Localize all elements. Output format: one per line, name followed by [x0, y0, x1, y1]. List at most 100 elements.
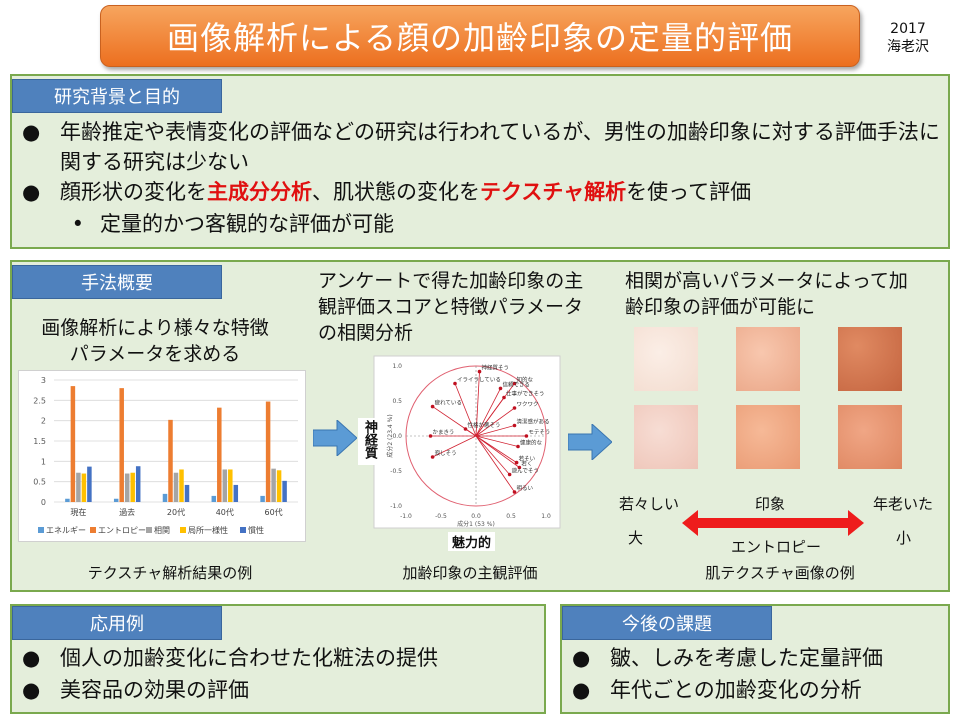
loading-label: 遊んでそう [512, 467, 539, 475]
loading-vector [475, 397, 505, 437]
bar [124, 473, 130, 502]
loading-point [430, 455, 435, 459]
legend-label: 相関 [154, 525, 170, 535]
applications-tab-label: 応用例 [90, 614, 144, 635]
loading-label: 清潔感がある [517, 418, 550, 426]
circle-xtick-label: 1.0 [541, 513, 551, 520]
flow-arrow-1 [313, 420, 357, 456]
sub-bullet-dot: • [71, 212, 84, 236]
bar [233, 484, 239, 502]
bar [65, 498, 70, 502]
loading-label: 知的な [517, 376, 534, 384]
loading-label: イライラしている [457, 377, 501, 384]
highlight-texture: テクスチャ解析 [480, 180, 627, 204]
loading-point [514, 460, 519, 465]
scale-old: 年老いた [872, 495, 933, 513]
bullet-1: ● 年齢推定や表情変化の評価などの研究は行われているが、男性の加齢印象に対する評… [22, 117, 942, 177]
background-bullets: ● 年齢推定や表情変化の評価などの研究は行われているが、男性の加齢印象に対する評… [22, 117, 942, 239]
bar [87, 466, 92, 502]
scale-small: 小 [896, 529, 912, 547]
bar [282, 480, 287, 502]
loading-point [453, 381, 457, 386]
loading-point [507, 472, 512, 477]
double-arrow-entropy [682, 510, 864, 536]
bar [265, 401, 271, 502]
loading-vector [465, 428, 477, 437]
bar [222, 469, 228, 502]
bar-xtick-label: 20代 [167, 507, 185, 517]
loading-point [512, 490, 517, 494]
circle-ylabel: 神経質 [362, 420, 377, 459]
loading-point [502, 395, 506, 400]
circle-xtick-label: 0.5 [506, 513, 516, 520]
circle-ytick-label: 0.0 [392, 433, 402, 440]
future-item-1: ●皺、しみを考慮した定量評価 [572, 643, 883, 673]
loading-label: 性格が悪そう [468, 421, 501, 429]
scale-young: 若々しい [618, 495, 679, 513]
bullet-dot: ● [22, 120, 41, 144]
loading-point [524, 434, 529, 438]
caption-subjective: 加齢印象の主観評価 [402, 564, 538, 582]
skin-swatch-2 [736, 327, 800, 391]
loading-label: 若そい [519, 455, 536, 463]
circle-ytick-label: 0.5 [392, 398, 402, 405]
loading-label: 神経質そう [482, 364, 510, 372]
bar [260, 495, 265, 502]
sub-bullet: • 定量的かつ客観的な評価が可能 [22, 209, 942, 239]
ylabel-box: 神経質 [358, 418, 380, 465]
bar-ytick-label: 2.5 [33, 396, 46, 405]
year-author: 2017 海老沢 [878, 20, 938, 56]
application-item-1: ● 個人の加齢変化に合わせた化粧法の提供 [22, 643, 438, 673]
loading-label: 寂しそう [435, 449, 457, 457]
application-item-1-text: 個人の加齢変化に合わせた化粧法の提供 [60, 646, 438, 670]
loading-vector [475, 435, 515, 493]
loading-label: 信頼できる [503, 380, 530, 388]
applications-list: ●個人の加齢変化に合わせた化粧法の提供 ●美容品の効果の評価 [22, 643, 438, 705]
bar [217, 407, 222, 502]
year-label: 2017 [890, 21, 926, 37]
sub-bullet-text: 定量的かつ客観的な評価が可能 [100, 212, 394, 236]
page-title: 画像解析による顔の加齢印象の定量的評価 [166, 19, 794, 57]
scale-large: 大 [628, 529, 644, 547]
loading-point [516, 444, 520, 449]
bar [228, 469, 233, 502]
step2-text: アンケートで得た加齢印象の主観評価スコアと特徴パラメータの相関分析 [318, 270, 584, 344]
circle-yaxis-title: 成分2 (23.4 %) [386, 414, 394, 457]
caption-texture: テクスチャ解析結果の例 [87, 564, 253, 582]
legend-label: 慣性 [248, 525, 264, 535]
circle-xtick-label: -1.0 [400, 513, 412, 520]
loading-point [498, 386, 503, 391]
bar-ytick-label: 2 [41, 417, 46, 426]
bullet-dot: ● [22, 180, 41, 204]
future-tab-label: 今後の課題 [622, 614, 712, 635]
bar [113, 498, 119, 502]
bar [179, 469, 184, 502]
bar [271, 468, 276, 502]
circle-ytick-label: -0.5 [390, 468, 402, 475]
future-item-2: ●年代ごとの加齢変化の分析 [572, 675, 883, 705]
title-banner: 画像解析による顔の加齢印象の定量的評価 [100, 5, 860, 67]
author-label: 海老沢 [887, 39, 929, 55]
bar-xtick-label: 60代 [265, 507, 283, 517]
bar [130, 472, 135, 502]
bullet-2-mid: 、肌状態の変化を [312, 180, 480, 204]
legend-swatch [240, 527, 246, 533]
loading-label: 仕事ができそう [506, 390, 545, 398]
loading-point [463, 427, 468, 431]
bullet-dot: ● [22, 678, 41, 702]
loading-label: モテそう [528, 429, 550, 436]
background-tab: 研究背景と目的 [12, 79, 222, 113]
bullet-2: ● 顔形状の変化を主成分分析、肌状態の変化をテクスチャ解析を使って評価 [22, 177, 942, 207]
bar-ytick-label: 1.5 [33, 437, 46, 446]
loading-point [512, 406, 517, 410]
bullet-dot: ● [22, 646, 41, 670]
bar-xtick-label: 過去 [119, 507, 135, 517]
skin-swatch-3 [838, 327, 902, 391]
loading-label: 明るい [517, 485, 534, 492]
circle-xlabel: 魅力的 [452, 536, 492, 551]
legend-swatch [180, 527, 186, 533]
loading-point [428, 434, 433, 438]
step3-text: 相関が高いパラメータによって加齢印象の評価が可能に [625, 270, 908, 318]
circle-ytick-label: -1.0 [390, 503, 402, 510]
